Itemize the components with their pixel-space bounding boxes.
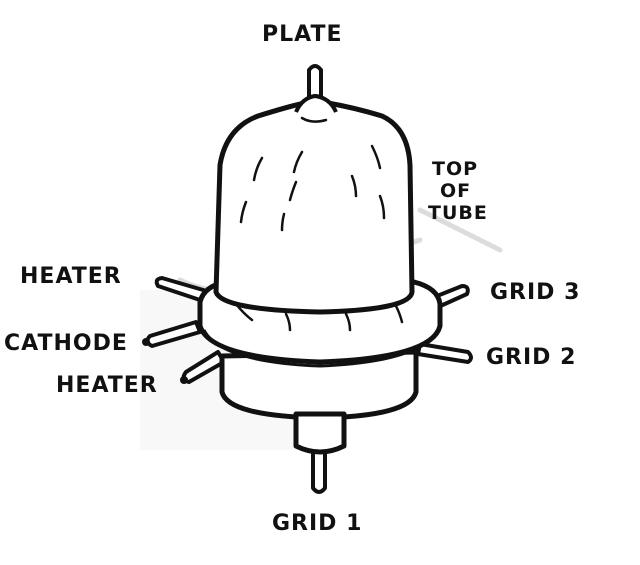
label-heater-lower: HEATER bbox=[56, 373, 158, 398]
tube-base-stem bbox=[293, 411, 347, 455]
plate-cap bbox=[294, 94, 338, 113]
tube-body bbox=[197, 94, 443, 455]
heater-upper-pin bbox=[154, 276, 212, 304]
pin-ends bbox=[142, 338, 188, 384]
label-cathode: CATHODE bbox=[4, 331, 128, 356]
label-grid3: GRID 3 bbox=[490, 280, 580, 305]
label-plate: PLATE bbox=[262, 22, 343, 47]
label-heater-upper: HEATER bbox=[20, 264, 122, 289]
label-top-of-tube-line3: TUBE bbox=[428, 202, 488, 224]
label-grid2: GRID 2 bbox=[486, 345, 576, 370]
heater-lower-pin-end bbox=[180, 376, 188, 384]
label-top-of-tube-line1: TOP bbox=[432, 158, 478, 180]
tube-glass-dome bbox=[213, 94, 415, 315]
plate-pin bbox=[307, 64, 323, 102]
tube-flange-edge bbox=[202, 329, 440, 368]
grid1-pin bbox=[311, 450, 327, 494]
cathode-pin-end bbox=[142, 338, 150, 346]
grid2-pin bbox=[416, 342, 473, 364]
label-grid1: GRID 1 bbox=[272, 511, 362, 536]
glass-shading bbox=[234, 116, 404, 332]
label-top-of-tube-line2: OF bbox=[440, 180, 471, 202]
